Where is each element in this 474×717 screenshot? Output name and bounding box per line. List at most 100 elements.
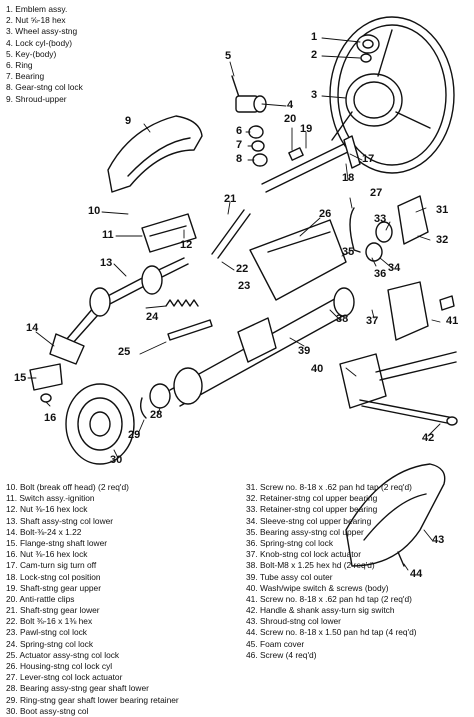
lower-shaft-assembly (65, 257, 189, 345)
pawl-part (167, 319, 213, 341)
callout-28: 28 (150, 409, 163, 421)
callout-31: 31 (436, 204, 449, 216)
legend-entry: 20. Anti-rattle clips (6, 593, 75, 604)
callout-12: 12 (180, 239, 193, 251)
legend-entry: 17. Cam-turn sig turn off (6, 560, 97, 571)
legend-entry: 16. Nut ⅜-16 hex lock (6, 549, 88, 560)
callout-38: 38 (336, 313, 349, 325)
legend-entry: 9. Shroud-upper (6, 93, 67, 104)
legend-entry: 45. Foam cover (246, 638, 305, 649)
callout-26: 26 (319, 208, 332, 220)
callout-30: 30 (110, 454, 123, 466)
callout-11: 11 (102, 229, 114, 241)
turn-signal-handle (359, 399, 455, 425)
callout-16: 16 (44, 412, 57, 424)
callout-8: 8 (236, 153, 243, 165)
legend-entry: 41. Screw no. 8-18 x .62 pan hd tap (2 r… (246, 593, 412, 604)
callout-3: 3 (311, 89, 318, 101)
legend-entry: 40. Wash/wipe switch & screws (body) (246, 582, 389, 593)
parts-legend-right: 31. Screw no. 8-18 x .62 pan hd tap (2 r… (246, 482, 417, 661)
callout-14: 14 (26, 322, 39, 334)
callout-24: 24 (146, 311, 159, 323)
upper-shroud-part (107, 115, 203, 193)
callout-44: 44 (410, 568, 423, 580)
callout-32: 32 (436, 234, 449, 246)
legend-entry: 26. Housing-stng col lock cyl (6, 661, 113, 671)
legend-entry: 1. Emblem assy. (6, 4, 68, 14)
legend-entry: 46. Screw (4 req'd) (246, 649, 317, 660)
callout-21: 21 (224, 193, 237, 205)
legend-entry: 30. Boot assy-stng col (6, 705, 89, 716)
callout-40: 40 (311, 363, 324, 375)
callout-15: 15 (14, 372, 27, 384)
legend-entry: 24. Spring-stng col lock (6, 638, 94, 649)
callout-42: 42 (422, 432, 435, 444)
screw-part (397, 551, 405, 567)
legend-entry: 11. Switch assy.-ignition (6, 493, 95, 504)
legend-entry: 33. Retainer-stng col upper bearing (246, 504, 378, 515)
callout-10: 10 (88, 205, 101, 217)
legend-entry: 5. Key-(body) (6, 48, 57, 59)
steering-wheel-part (329, 16, 455, 174)
upper-shaft-part (261, 139, 357, 193)
parts-legend-top: 1. Emblem assy. 2. Nut ⅝-18 hex 3. Wheel… (6, 4, 83, 105)
legend-entry: 43. Shroud-stng col lower (246, 616, 341, 627)
legend-entry: 18. Lock-stng col position (6, 571, 101, 582)
callout-6: 6 (236, 125, 243, 137)
exploded-view-drawing (27, 16, 458, 571)
callout-41: 41 (446, 315, 459, 327)
legend-entry: 6. Ring (6, 59, 33, 70)
callout-43: 43 (432, 534, 445, 546)
callout-19: 19 (300, 123, 313, 135)
callout-29: 29 (128, 429, 141, 441)
legend-entry: 2. Nut ⅝-18 hex (6, 15, 66, 26)
callout-4: 4 (287, 99, 294, 111)
legend-entry: 44. Screw no. 8-18 x 1.50 pan hd tap (4 … (246, 627, 417, 638)
legend-entry: 36. Spring-stng col lock (246, 537, 334, 548)
callout-25: 25 (118, 346, 131, 358)
legend-entry: 10. Bolt (break off head) (2 req'd) (6, 482, 129, 492)
legend-entry: 29. Ring-stng gear shaft lower bearing r… (6, 694, 179, 705)
lower-shroud-part (345, 463, 446, 567)
boot-part (65, 383, 135, 465)
turn-signal-assembly (397, 195, 429, 245)
foam-cover-part (439, 295, 455, 311)
callout-5: 5 (225, 50, 232, 62)
callout-2: 2 (311, 49, 318, 61)
callout-13: 13 (100, 257, 113, 269)
spring-part (165, 299, 199, 307)
legend-entry: 19. Shaft-stng gear upper (6, 582, 101, 593)
lock-cylinder-part (231, 75, 268, 167)
ignition-switch-part (141, 213, 197, 253)
lower-shaft-part (211, 209, 251, 259)
callout-7: 7 (236, 139, 243, 151)
wash-wipe-switch-part (387, 281, 429, 341)
legend-entry: 38. Bolt-M8 x 1.25 hex hd (2 req'd) (246, 560, 375, 571)
legend-entry: 8. Gear-stng col lock (6, 82, 83, 93)
callout-23: 23 (238, 280, 251, 292)
legend-entry: 32. Retainer-stng col upper bearing (246, 493, 378, 504)
callout-27: 27 (370, 187, 383, 199)
legend-entry: 23. Pawl-stng col lock (6, 627, 87, 638)
legend-entry: 34. Sleeve-stng col upper bearing (246, 515, 372, 526)
legend-entry: 7. Bearing (6, 71, 45, 82)
legend-entry: 15. Flange-stng shaft lower (6, 537, 108, 548)
legend-entry: 39. Tube assy col outer (246, 571, 333, 582)
callout-33: 33 (374, 213, 387, 225)
callout-37: 37 (366, 315, 379, 327)
callout-17: 17 (362, 153, 375, 165)
legend-entry: 12. Nut ⅜-16 hex lock (6, 504, 88, 515)
callout-39: 39 (298, 345, 311, 357)
steering-column-diagram: 1. Emblem assy. 2. Nut ⅝-18 hex 3. Wheel… (6, 4, 459, 716)
lower-flange-part (29, 363, 63, 391)
legend-entry: 4. Lock cyl-(body) (6, 37, 73, 48)
callout-9: 9 (125, 115, 132, 127)
legend-entry: 3. Wheel assy-stng (6, 26, 78, 37)
lock-housing-part (249, 219, 347, 301)
legend-entry: 42. Handle & shank assy-turn sig switch (246, 605, 395, 616)
callout-1: 1 (311, 31, 318, 43)
callout-35: 35 (342, 246, 355, 258)
callout-18: 18 (342, 172, 355, 184)
legend-entry: 35. Bearing assy-stng col upper (246, 526, 364, 537)
leader-lines (27, 37, 441, 571)
